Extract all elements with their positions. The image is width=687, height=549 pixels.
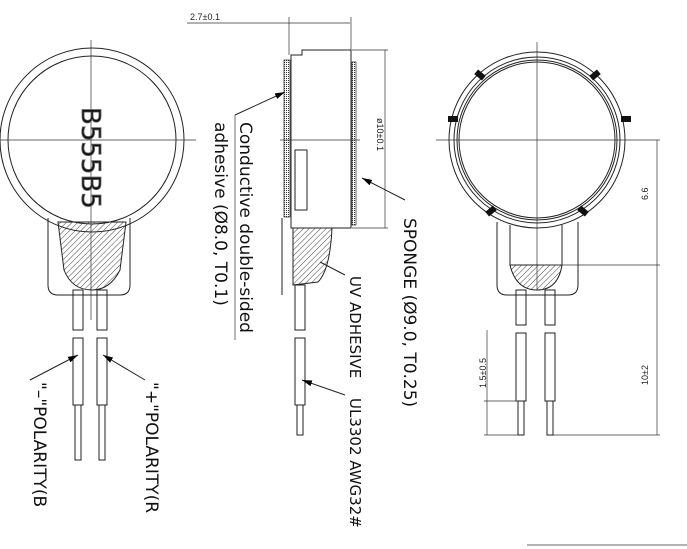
neg-leader-arrow xyxy=(29,354,79,381)
motor-body xyxy=(290,49,352,229)
marker xyxy=(621,116,631,122)
model-marking: B555B5 xyxy=(75,107,105,209)
wire-pos-lower xyxy=(96,337,108,406)
adhesive-label-line2: adhesive (Ø8.0, T0.1) xyxy=(210,122,230,306)
thickness-dim: 2.7±0.1 xyxy=(190,12,220,22)
dim-strip-length: 1.5±0.5 xyxy=(478,358,488,388)
wire-neg-upper xyxy=(72,289,84,331)
glue-block xyxy=(57,221,127,291)
back-neck-outline xyxy=(496,222,579,296)
back-glue xyxy=(509,264,563,291)
marker xyxy=(589,69,601,81)
wire-leader xyxy=(301,379,346,396)
dim-height: 6.6 xyxy=(640,187,650,200)
back-wire-2-upper xyxy=(544,289,556,326)
wire-spec-label: UL3302 AWG32# xyxy=(346,398,364,528)
sponge-layer xyxy=(351,61,357,226)
side-wire-upper xyxy=(294,284,306,331)
dim-wire-length: 10±2 xyxy=(640,365,650,385)
back-wire-2-lower xyxy=(544,332,556,402)
sponge-leader xyxy=(361,177,406,201)
wire-neg-strip xyxy=(74,404,82,461)
neck-outline xyxy=(47,218,131,296)
back-wire-1-lower xyxy=(515,332,527,402)
terminal-frame xyxy=(509,225,563,266)
marker xyxy=(485,205,497,217)
back-wire-2-strip xyxy=(546,400,554,436)
side-view: 2.7±0.1 ø10±0.1 Conductive double-sided … xyxy=(187,12,419,528)
neg-polarity-label: "–"POLARITY(B xyxy=(29,382,49,507)
adhesive-label-line1: Conductive double-sided xyxy=(235,122,255,333)
back-wire-1-strip xyxy=(517,400,525,436)
sponge-label: SPONGE (Ø9.0, T0.25) xyxy=(399,218,419,407)
uv-glue xyxy=(292,227,333,286)
conductive-adhesive xyxy=(283,59,291,218)
marker xyxy=(448,116,458,122)
side-wire-lower xyxy=(294,337,306,406)
pos-leader-arrow xyxy=(102,354,146,381)
wire-pos-upper xyxy=(96,289,108,331)
marker xyxy=(474,69,486,81)
side-wire-strip xyxy=(296,404,304,436)
uv-leader xyxy=(319,261,346,276)
side-tab xyxy=(294,149,308,211)
uv-adhesive-label: UV ADHESIVE xyxy=(346,276,364,378)
diameter-dim: ø10±0.1 xyxy=(375,118,385,151)
adhesive-leader xyxy=(234,91,286,116)
back-view: 6.6 10±2 1.5±0.5 xyxy=(436,42,660,436)
wire-pos-strip xyxy=(98,404,106,461)
coil-markers xyxy=(448,69,631,217)
front-view: B555B5 "–"POLARITY(B "+"POLARITY(R xyxy=(0,40,196,513)
marker xyxy=(577,205,589,217)
wire-neg-lower xyxy=(72,337,84,406)
back-wire-1-upper xyxy=(515,289,527,326)
pos-polarity-label: "+"POLARITY(R xyxy=(141,382,161,513)
